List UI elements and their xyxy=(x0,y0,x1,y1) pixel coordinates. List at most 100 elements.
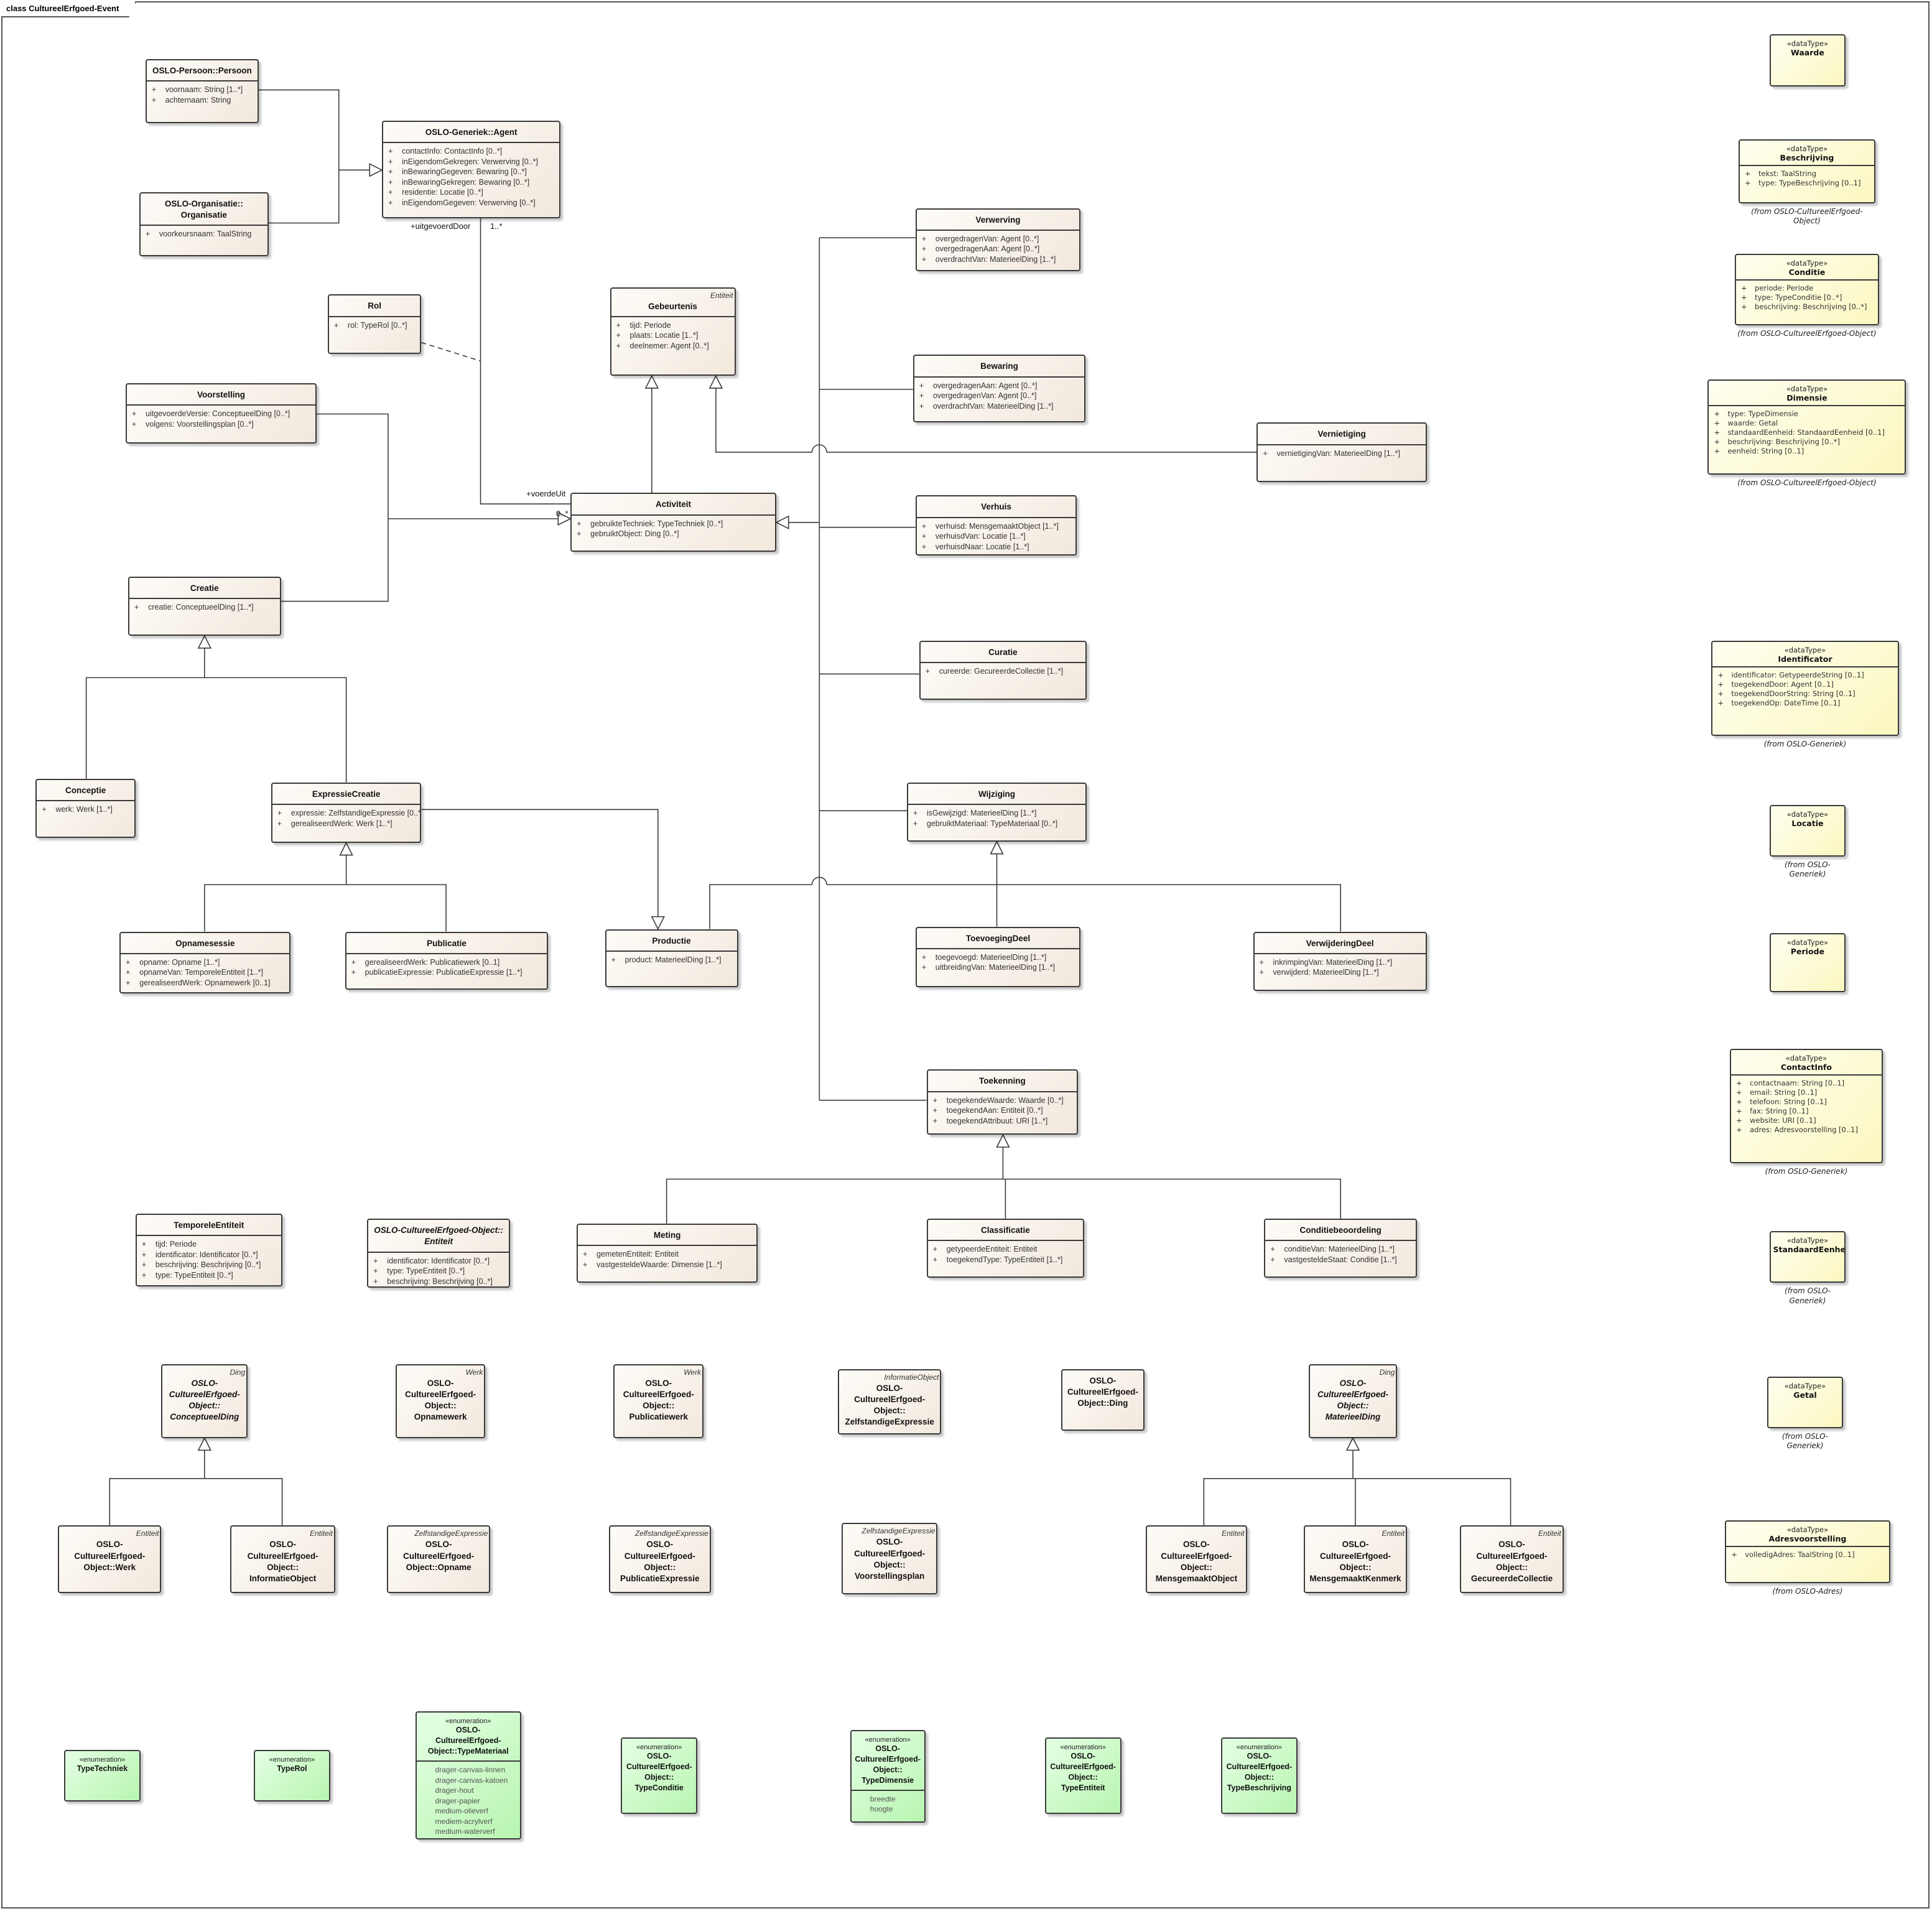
visibility-public: + xyxy=(1736,1078,1742,1087)
class-header: Publicatie xyxy=(346,933,547,953)
class-box-type-conditie[interactable]: «enumeration»OSLO- CultureelErfgoed- Obj… xyxy=(621,1737,698,1814)
attribute-row: +cureerde: GecureerdeCollectie [1..*] xyxy=(924,666,1082,677)
generalization-arrowhead-icon xyxy=(369,163,383,177)
class-box-meting[interactable]: Meting+gemetenEntiteit: Entiteit+vastges… xyxy=(577,1224,758,1283)
class-box-classificatie[interactable]: Classificatie+getypeerdeEntiteit: Entite… xyxy=(926,1219,1085,1278)
class-box-verwerving[interactable]: Verwerving+overgedragenVan: Agent [0..*]… xyxy=(915,208,1081,271)
visibility-public: + xyxy=(333,320,339,330)
attribute-compartment: +conditieVan: MaterieelDing [1..*]+vastg… xyxy=(1265,1240,1416,1268)
stereotype-label: «dataType» xyxy=(1786,937,1829,947)
class-box-organisatie[interactable]: OSLO-Organisatie:: Organisatie+voorkeurs… xyxy=(139,192,269,256)
class-box-type-beschrijving[interactable]: «enumeration»OSLO- CultureelErfgoed- Obj… xyxy=(1221,1737,1298,1814)
visibility-public: + xyxy=(913,819,918,828)
stereotype-label: «enumeration» xyxy=(79,1755,126,1764)
class-box-toekenning[interactable]: Toekenning+toegekendeWaarde: Waarde [0..… xyxy=(926,1069,1079,1135)
class-box-vernietiging[interactable]: Vernietiging+vernietigingVan: MaterieelD… xyxy=(1256,422,1427,482)
class-box-publicatie[interactable]: Publicatie +gerealiseerdWerk: Publicatiew… xyxy=(345,931,549,990)
class-box-type-materiaal[interactable]: «enumeration»OSLO- CultureelErfgoed- Obj… xyxy=(415,1711,521,1840)
class-header: TemporeleEntiteit xyxy=(137,1215,281,1235)
attribute-text: gebruiktObject: Ding [0..*] xyxy=(590,529,679,539)
class-box-verwijdering-deel[interactable]: VerwijderingDeel+inkrimpingVan: Materiee… xyxy=(1253,931,1427,991)
class-box-persoon[interactable]: OSLO-Persoon::Persoon+voornaam: String [… xyxy=(145,59,259,124)
class-box-wijziging[interactable]: Wijziging+isGewijzigd: MaterieelDing [1.… xyxy=(906,782,1087,842)
class-box-activiteit[interactable]: Activiteit+gebruikteTechniek: TypeTechni… xyxy=(570,493,776,552)
enum-literal: drager-canvas-katoen xyxy=(435,1775,508,1785)
class-name: Periode xyxy=(1790,946,1824,956)
class-box-productie[interactable]: Productie+product: MaterieelDing [1..*] xyxy=(605,929,738,987)
class-box-agent[interactable]: OSLO-Generiek::Agent+contactInfo: Contac… xyxy=(382,121,561,218)
visibility-public: + xyxy=(932,1245,937,1254)
attribute-text: identificator: Identificator [0..*] xyxy=(387,1256,490,1265)
attribute-text: overgedragenVan: Agent [0..*] xyxy=(935,234,1039,243)
class-box-contact-info[interactable]: «dataType»ContactInfo+contactnaam: Strin… xyxy=(1730,1048,1883,1163)
class-box-type-rol[interactable]: «enumeration»TypeRol xyxy=(254,1749,330,1802)
attribute-compartment: +overgedragenAan: Agent [0..*]+overgedra… xyxy=(914,376,1085,416)
class-box-opnamesessie[interactable]: Opnamesessie+opname: Opname [1..*]+opnam… xyxy=(119,931,291,993)
visibility-public: + xyxy=(388,177,393,187)
visibility-public: + xyxy=(1270,1245,1275,1254)
class-box-ding[interactable]: OSLO- CultureelErfgoed- Object::Ding xyxy=(1061,1369,1145,1431)
class-box-conditiebeoordeling[interactable]: Conditiebeoordeling+conditieVan: Materie… xyxy=(1264,1219,1417,1278)
class-box-standaard-eenheid[interactable]: «dataType»StandaardEenheid xyxy=(1769,1230,1846,1283)
visibility-public: + xyxy=(1270,1255,1275,1264)
package-origin-note: (from OSLO-Generiek) xyxy=(1763,739,1847,748)
class-box-type-dimensie[interactable]: «enumeration»OSLO- CultureelErfgoed- Obj… xyxy=(850,1730,926,1823)
class-box-expressie-creatie[interactable]: ExpressieCreatie+expressie: Zelfstandige… xyxy=(271,782,422,843)
attribute-row: +toegekendDoor: Agent [0..1] xyxy=(1716,680,1893,689)
class-box-getal[interactable]: «dataType»Getal xyxy=(1767,1376,1844,1428)
class-box-adresvoorstelling[interactable]: «dataType»Adresvoorstelling+volledigAdre… xyxy=(1725,1520,1890,1584)
attribute-row: +beschrijving: Beschrijving [0..*] xyxy=(1740,302,1874,312)
attribute-row: +standaardEenheid: StandaardEenheid [0..… xyxy=(1712,428,1901,437)
attribute-compartment: +contactInfo: ContactInfo [0..*]+inEigen… xyxy=(383,142,560,212)
class-box-conditie[interactable]: «dataType»Conditie+periode: Periode+type… xyxy=(1735,254,1879,325)
generalization-arrowhead-icon xyxy=(651,916,665,931)
class-box-toevoeging-deel[interactable]: ToevoegingDeel+toegevoegd: MaterieelDing… xyxy=(915,926,1081,987)
class-box-type-entiteit[interactable]: «enumeration»OSLO- CultureelErfgoed- Obj… xyxy=(1044,1737,1122,1814)
class-box-waarde[interactable]: «dataType»Waarde xyxy=(1769,34,1846,86)
visibility-public: + xyxy=(132,409,137,419)
attribute-text: toegekendeWaarde: Waarde [0..*] xyxy=(946,1095,1064,1105)
class-box-rol[interactable]: Rol+rol: TypeRol [0..*] xyxy=(327,294,422,354)
class-box-creatie[interactable]: Creatie+creatie: ConceptueelDing [1..*] xyxy=(128,577,281,636)
attribute-row: +gerealiseerdWerk: Publicatiewerk [0..1] xyxy=(350,957,544,968)
class-box-voorstelling[interactable]: Voorstelling+uitgevoerdeVersie: Conceptu… xyxy=(126,383,317,444)
attribute-row: +overdrachtVan: MaterieelDing [1..*] xyxy=(921,254,1075,265)
class-box-identificator[interactable]: «dataType»Identificator+identificator: G… xyxy=(1711,641,1899,736)
stereotype-label: «enumeration» xyxy=(1060,1744,1106,1752)
visibility-public: + xyxy=(921,532,927,541)
class-box-locatie[interactable]: «dataType»Locatie xyxy=(1769,804,1846,857)
class-box-periode[interactable]: «dataType»Periode xyxy=(1769,932,1846,992)
attribute-text: gerealiseerdWerk: Opnamewerk [0..1] xyxy=(139,978,271,987)
class-box-type-techniek[interactable]: «enumeration»TypeTechniek xyxy=(64,1749,141,1802)
class-box-beschrijving[interactable]: «dataType»Beschrijving+tekst: TaalString… xyxy=(1739,139,1875,203)
class-box-curatie[interactable]: Curatie+cureerde: GecureerdeCollectie [1… xyxy=(919,641,1087,700)
class-name: OSLO- CultureelErfgoed- Object:: Zelfsta… xyxy=(845,1383,934,1427)
class-box-entiteit[interactable]: OSLO-CultureelErfgoed-Object:: Entiteit+… xyxy=(367,1219,511,1288)
attribute-compartment: +verhuisd: MensgemaaktObject [1..*]+verh… xyxy=(916,516,1076,555)
class-name: OSLO- CultureelErfgoed- Object:: Informa… xyxy=(247,1540,318,1583)
attribute-row: +gemetenEntiteit: Entiteit xyxy=(582,1249,753,1260)
visibility-public: + xyxy=(126,968,131,977)
class-box-verhuis[interactable]: Verhuis+verhuisd: MensgemaaktObject [1..… xyxy=(915,495,1077,556)
class-box-conceptie[interactable]: Conceptie+werk: Werk [1..*] xyxy=(35,778,136,838)
class-box-dimensie[interactable]: «dataType»Dimensie+type: TypeDimensie+wa… xyxy=(1707,379,1906,475)
visibility-public: + xyxy=(277,819,282,828)
class-box-temporele-entiteit[interactable]: TemporeleEntiteit+tijd: Periode+identifi… xyxy=(135,1214,282,1286)
class-box-bewaring[interactable]: Bewaring+overgedragenAan: Agent [0..*]+o… xyxy=(913,355,1086,423)
